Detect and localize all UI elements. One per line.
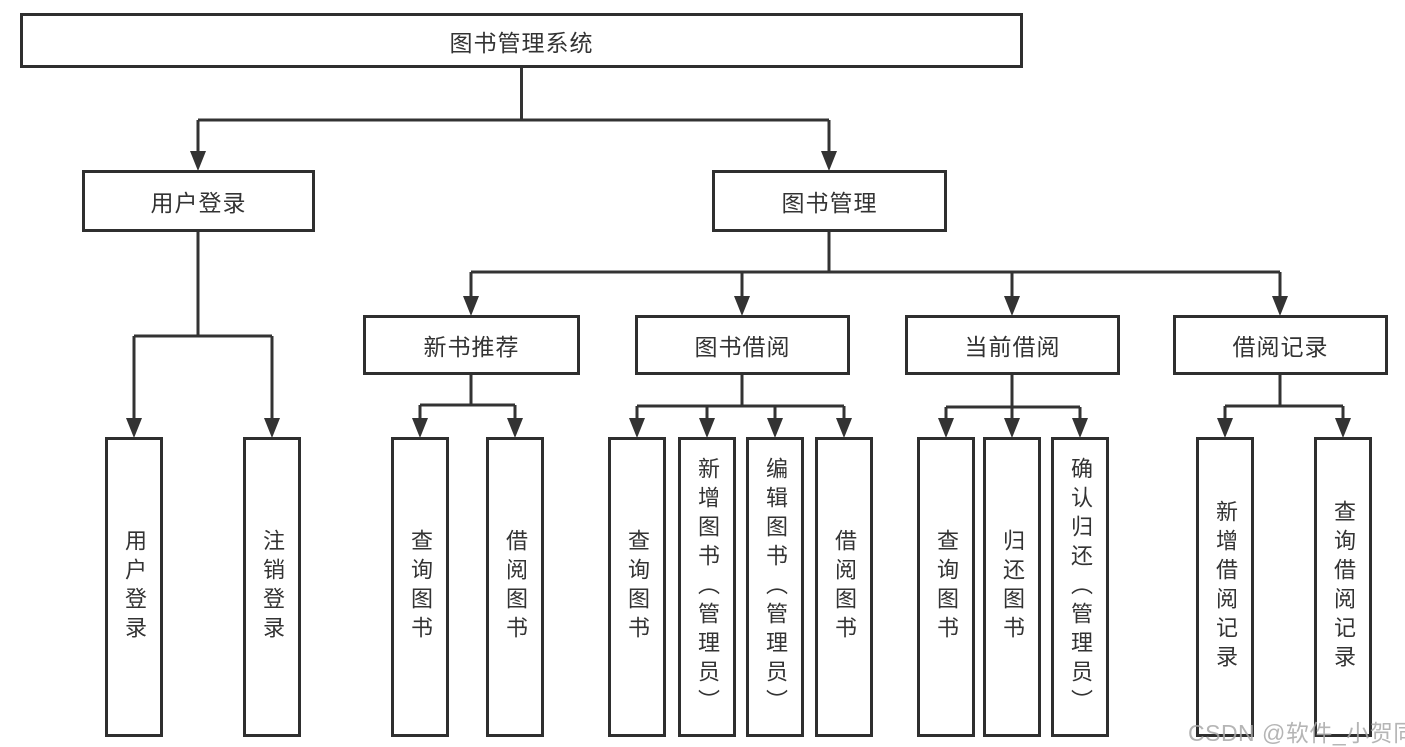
arrowhead [264, 418, 280, 438]
connector-borrowing-records-to-leaves [1217, 375, 1351, 438]
connector-user-login-to-leaves [126, 232, 280, 438]
connector-new-book-recommend-to-leaves [412, 375, 523, 438]
node-library-system: 图书管理系统 [20, 13, 1023, 68]
arrowhead [767, 418, 783, 438]
leaf-add-books-admin: 新增图书（管理员） [678, 437, 736, 737]
connector-book-management-to-level3 [463, 232, 1288, 316]
arrowhead [412, 418, 428, 438]
leaf-query-borrow-record: 查询借阅记录 [1314, 437, 1372, 737]
arrowhead [1004, 296, 1020, 316]
arrowhead [1217, 418, 1233, 438]
arrowhead [126, 418, 142, 438]
arrowhead [836, 418, 852, 438]
leaf-query-books-recommend: 查询图书 [391, 437, 449, 737]
leaf-borrow-books: 借阅图书 [815, 437, 873, 737]
connector-root-to-level2 [190, 68, 837, 171]
leaf-user-login: 用户登录 [105, 437, 163, 737]
node-new-book-recommend: 新书推荐 [363, 315, 580, 375]
arrowhead [699, 418, 715, 438]
arrowhead [1272, 296, 1288, 316]
leaf-edit-books-admin: 编辑图书（管理员） [746, 437, 804, 737]
arrowhead [1335, 418, 1351, 438]
node-book-management: 图书管理 [712, 170, 947, 232]
leaf-logout: 注销登录 [243, 437, 301, 737]
arrowhead [821, 151, 837, 171]
leaf-borrow-books-recommend: 借阅图书 [486, 437, 544, 737]
node-borrowing-records: 借阅记录 [1173, 315, 1388, 375]
leaf-query-books-borrowing: 查询图书 [608, 437, 666, 737]
node-user-login: 用户登录 [82, 170, 315, 232]
leaf-confirm-return-admin: 确认归还（管理员） [1051, 437, 1109, 737]
arrowhead [734, 296, 750, 316]
connector-book-borrowing-to-leaves [629, 375, 852, 438]
arrowhead [938, 418, 954, 438]
leaf-return-books: 归还图书 [983, 437, 1041, 737]
arrowhead [629, 418, 645, 438]
arrowhead [190, 151, 206, 171]
connector-current-borrowing-to-leaves [938, 375, 1088, 438]
node-book-borrowing: 图书借阅 [635, 315, 850, 375]
arrowhead [1004, 418, 1020, 438]
leaf-add-borrow-record: 新增借阅记录 [1196, 437, 1254, 737]
leaf-query-books-current: 查询图书 [917, 437, 975, 737]
arrowhead [1072, 418, 1088, 438]
arrowhead [507, 418, 523, 438]
node-current-borrowing: 当前借阅 [905, 315, 1120, 375]
arrowhead [463, 296, 479, 316]
watermark-text: CSDN @软件_小贺同学 [1188, 720, 1405, 746]
